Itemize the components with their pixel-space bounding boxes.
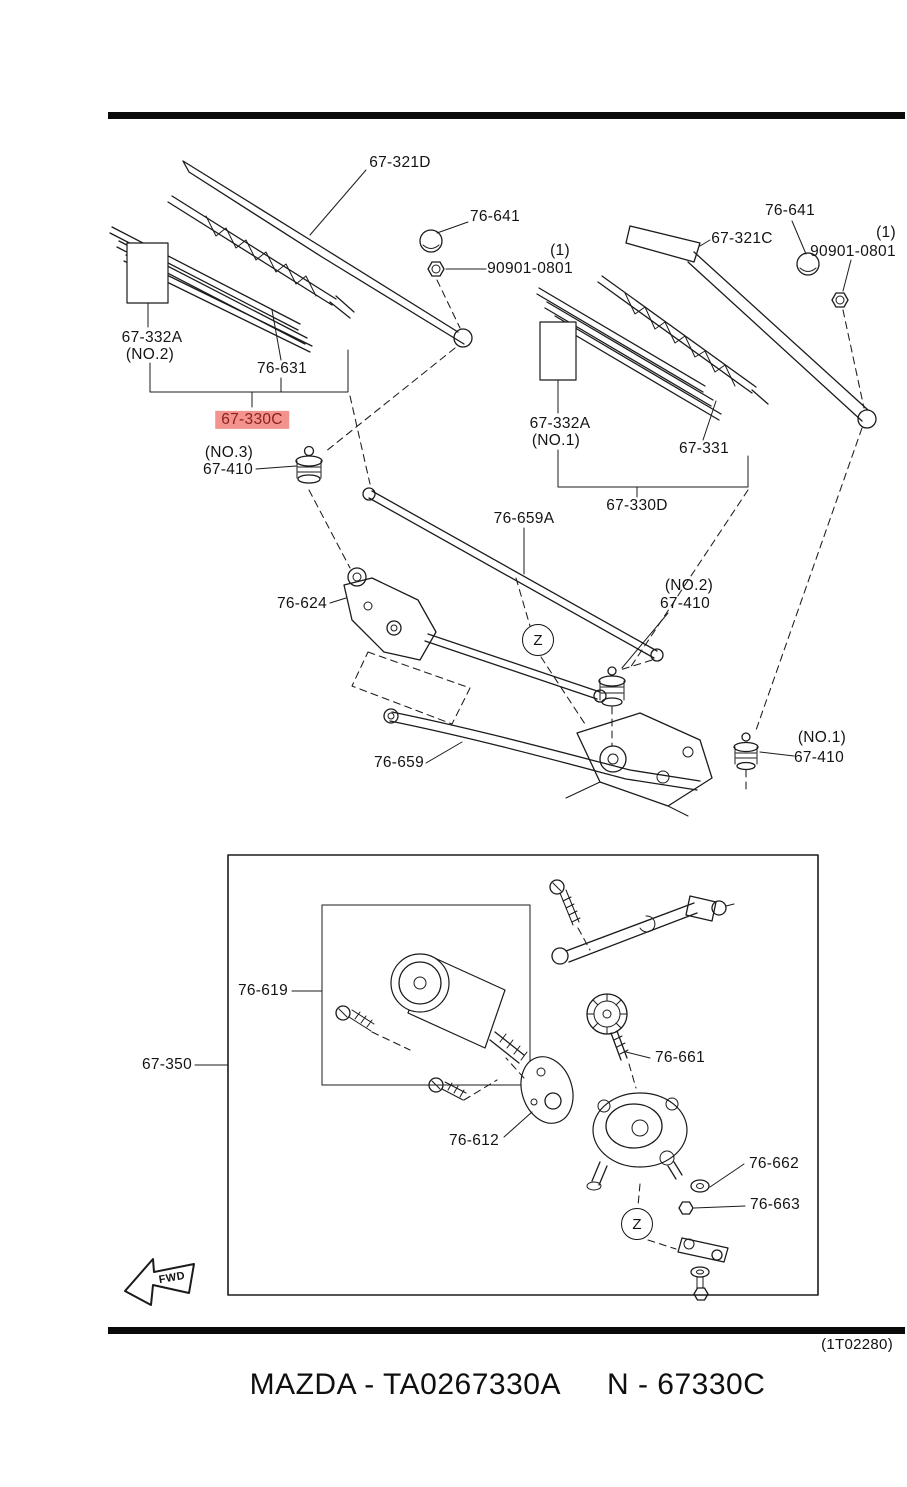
pivot-bracket-drawing <box>343 567 607 725</box>
pivot-nut-right-drawing <box>831 292 849 308</box>
bottom-rule <box>108 1327 905 1334</box>
gear-drawing <box>586 993 629 1061</box>
pivot-nut-left-drawing <box>427 261 445 277</box>
pivot-no1-drawing <box>733 732 759 771</box>
top-screw-drawing <box>549 879 581 926</box>
cover-plate-drawing <box>520 1056 574 1124</box>
assembly-dashed-lines <box>308 279 865 1250</box>
lower-bracket-drawing <box>586 1092 688 1191</box>
label-pivot1-no: (NO.1) <box>797 728 847 746</box>
label-frame-left: 76-631 <box>256 359 308 377</box>
label-gear: 76-661 <box>654 1048 706 1066</box>
z-marker-2: Z <box>621 1208 653 1240</box>
label-link-rod: 76-659A <box>493 509 555 527</box>
label-pivot-nut-left: 90901-0801 <box>487 259 573 277</box>
label-lock-nut: 76-663 <box>749 1195 801 1213</box>
pivot-no2-drawing <box>598 666 626 707</box>
top-rule <box>108 112 905 119</box>
label-pivot1: 67-410 <box>793 748 845 766</box>
link-rod-drawing <box>362 487 664 662</box>
label-pivot3: 67-410 <box>202 460 254 478</box>
cap-right-drawing <box>796 252 820 276</box>
label-cap-left: 76-641 <box>469 207 521 225</box>
pivot-no3-drawing <box>295 445 323 484</box>
label-motor-assembly: 67-350 <box>141 1055 193 1073</box>
footer-catalog-number: N - 67330C <box>606 1368 766 1401</box>
label-motor-bracket: 76-619 <box>237 981 289 999</box>
mounting-screws-drawing <box>335 1005 467 1101</box>
footer-caption: MAZDA - TA0267330A N - 67330C <box>108 1368 907 1402</box>
plate-code: (1T02280) <box>821 1336 893 1353</box>
wiper-arm-right-drawing <box>625 225 877 429</box>
left-blade-frame-drawing <box>167 195 355 319</box>
label-pivot-nut-right: 90901-0801 <box>810 242 896 260</box>
label-cover-plate: 76-612 <box>448 1131 500 1149</box>
label-refill-right: 67-332A <box>529 414 591 432</box>
label-refill-left: 67-332A <box>121 328 183 346</box>
wiper-arm-left-drawing <box>182 160 473 348</box>
label-blade-left: 67-330C <box>215 410 289 430</box>
right-blade-frame-drawing <box>597 275 769 405</box>
label-pivot2-no: (NO.2) <box>664 576 714 594</box>
fwd-arrow <box>124 1258 195 1306</box>
left-blade-strips-drawing <box>109 226 313 353</box>
label-blade-right: 67-330D <box>606 496 668 514</box>
label-cap-right-qty: (1) <box>876 223 896 241</box>
label-refill-left-no: (NO.2) <box>125 345 175 363</box>
label-pivot-bracket: 76-624 <box>276 594 328 612</box>
label-pivot2: 67-410 <box>659 594 711 612</box>
label-washer: 76-662 <box>748 1154 800 1172</box>
label-arm-left: 67-321D <box>369 153 431 171</box>
crank-rod-drawing <box>551 895 735 965</box>
small-parts-drawing <box>677 1179 729 1301</box>
label-refill-right-no: (NO.1) <box>531 431 581 449</box>
cap-left-drawing <box>419 229 443 253</box>
label-cap-left-qty: (1) <box>550 241 570 259</box>
label-main-link: 76-659 <box>373 753 425 771</box>
label-cap-right: 76-641 <box>764 201 816 219</box>
wiper-motor-drawing <box>390 953 528 1064</box>
main-linkage-drawing <box>383 708 713 817</box>
label-pivot3-no: (NO.3) <box>204 443 254 461</box>
label-frame-right: 67-331 <box>678 439 730 457</box>
label-arm-right: 67-321C <box>711 229 773 247</box>
leader-lines <box>126 169 852 1209</box>
motor-box-drawing <box>227 854 819 1296</box>
z-marker-1: Z <box>522 624 554 656</box>
footer-part-number: MAZDA - TA0267330A <box>249 1368 561 1401</box>
